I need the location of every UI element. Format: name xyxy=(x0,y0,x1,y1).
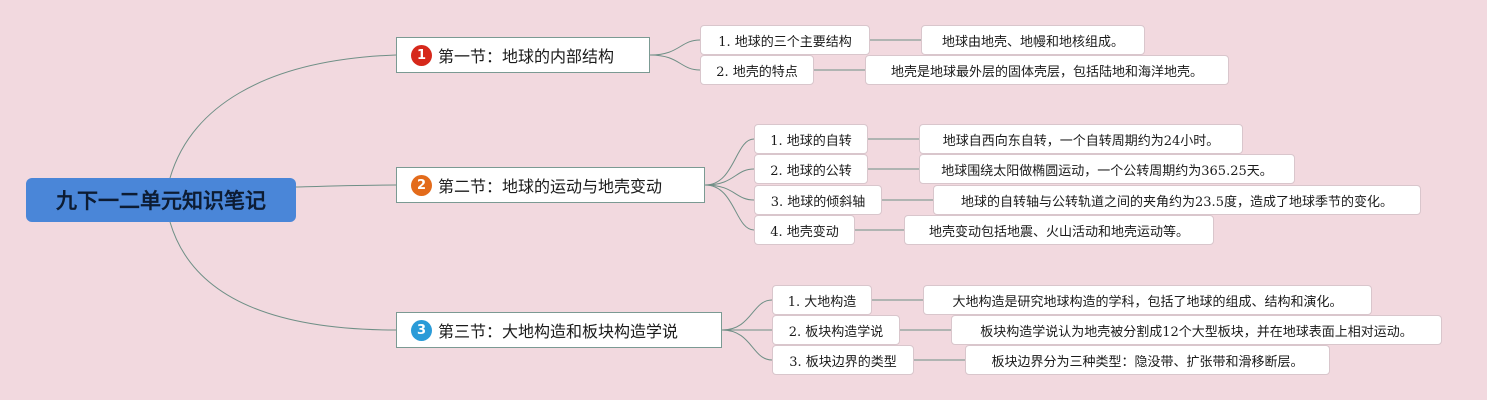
section-2-node[interactable]: 2 第二节：地球的运动与地壳变动 xyxy=(396,167,705,203)
connector-s2-t3 xyxy=(704,184,755,201)
section-1-title: 第一节：地球的内部结构 xyxy=(438,47,615,66)
detail-2-2[interactable]: 地球围绕太阳做椭圆运动，一个公转周期约为365.25天。 xyxy=(919,154,1295,184)
section-3-number-badge: 3 xyxy=(411,319,432,341)
connector-root-section-2 xyxy=(295,184,397,188)
detail-2-4[interactable]: 地壳变动包括地震、火山活动和地壳运动等。 xyxy=(904,215,1214,245)
section-2-title: 第二节：地球的运动与地壳变动 xyxy=(438,177,663,196)
topic-2-3[interactable]: 3. 地球的倾斜轴 xyxy=(754,185,882,215)
topic-2-4[interactable]: 4. 地壳变动 xyxy=(754,215,855,245)
detail-1-2[interactable]: 地壳是地球最外层的固体壳层，包括陆地和海洋地壳。 xyxy=(865,55,1229,85)
connector-s1-t2 xyxy=(649,54,701,71)
topic-3-2[interactable]: 2. 板块构造学说 xyxy=(772,315,900,345)
topic-1-1[interactable]: 1. 地球的三个主要结构 xyxy=(700,25,870,55)
detail-3-3[interactable]: 板块边界分为三种类型：隐没带、扩张带和滑移断层。 xyxy=(965,345,1330,375)
topic-1-2[interactable]: 2. 地壳的特点 xyxy=(700,55,814,85)
detail-1-1[interactable]: 地球由地壳、地幔和地核组成。 xyxy=(921,25,1145,55)
connector-s1-t1 xyxy=(649,39,701,56)
detail-2-3[interactable]: 地球的自转轴与公转轨道之间的夹角约为23.5度，造成了地球季节的变化。 xyxy=(933,185,1421,215)
root-topic[interactable]: 九下一二单元知识笔记 xyxy=(26,178,296,222)
detail-3-1[interactable]: 大地构造是研究地球构造的学科，包括了地球的组成、结构和演化。 xyxy=(923,285,1372,315)
connector-s3-t3 xyxy=(721,329,773,361)
connector-s2-t1 xyxy=(704,138,755,186)
section-2-number-badge: 2 xyxy=(411,174,432,196)
topic-3-3[interactable]: 3. 板块边界的类型 xyxy=(772,345,914,375)
detail-3-2[interactable]: 板块构造学说认为地壳被分割成12个大型板块，并在地球表面上相对运动。 xyxy=(951,315,1442,345)
connector-s3-t1 xyxy=(721,299,773,331)
topic-3-1[interactable]: 1. 大地构造 xyxy=(772,285,872,315)
connector-root-section-1 xyxy=(169,54,397,179)
section-1-number-badge: 1 xyxy=(411,44,432,66)
section-3-node[interactable]: 3 第三节：大地构造和板块构造学说 xyxy=(396,312,722,348)
connector-s2-t2 xyxy=(704,168,755,186)
detail-2-1[interactable]: 地球自西向东自转，一个自转周期约为24小时。 xyxy=(919,124,1243,154)
connector-root-section-3 xyxy=(169,221,397,331)
section-3-title: 第三节：大地构造和板块构造学说 xyxy=(438,322,679,341)
topic-2-1[interactable]: 1. 地球的自转 xyxy=(754,124,868,154)
connector-s2-t4 xyxy=(704,184,755,231)
section-1-node[interactable]: 1 第一节：地球的内部结构 xyxy=(396,37,650,73)
topic-2-2[interactable]: 2. 地球的公转 xyxy=(754,154,868,184)
